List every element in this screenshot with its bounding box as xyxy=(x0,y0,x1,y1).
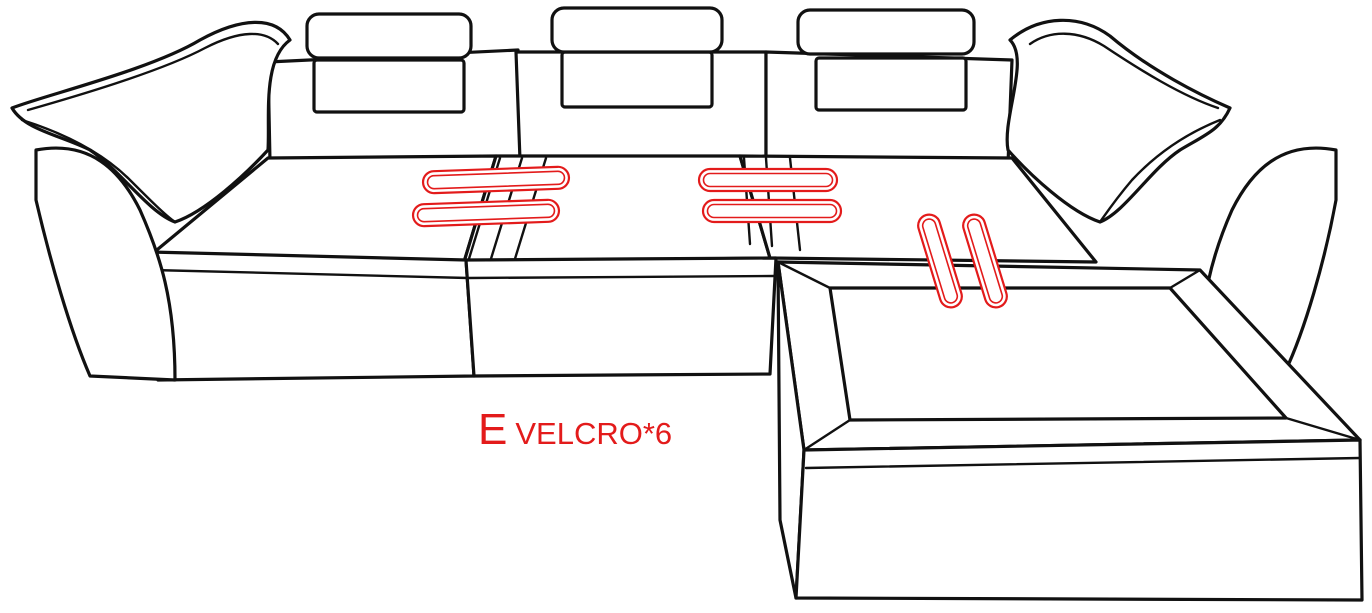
seat-fronts xyxy=(148,250,778,382)
headrest-middle xyxy=(550,6,724,109)
velcro-strip xyxy=(917,213,963,309)
part-letter: E xyxy=(478,405,508,454)
velcro-strip xyxy=(962,213,1008,309)
velcro-strip xyxy=(701,198,843,224)
velcro-strip-inner-outline xyxy=(426,170,566,190)
velcro-strip-inner-outline xyxy=(702,172,834,188)
chaise-ottoman xyxy=(776,260,1364,602)
velcro-strip-inner-outline xyxy=(416,203,556,223)
velcro-strip-outline xyxy=(411,198,561,228)
headrest-left xyxy=(305,12,473,114)
velcro-strip xyxy=(697,167,839,193)
headrest-right xyxy=(796,8,976,112)
velcro-strip-outline xyxy=(701,198,843,224)
velcro-strip xyxy=(421,165,571,195)
velcro-strip-outline xyxy=(917,213,963,309)
velcro-strip-outline xyxy=(697,167,839,193)
part-name: VELCRO*6 xyxy=(515,416,673,451)
velcro-strip-inner-outline xyxy=(706,203,838,219)
velcro-strip-inner-outline xyxy=(966,218,1004,304)
velcro-strips xyxy=(411,165,1008,309)
velcro-strip-outline xyxy=(962,213,1008,309)
left-armrest xyxy=(10,20,292,382)
seat-cushions xyxy=(150,154,1098,264)
velcro-strip xyxy=(411,198,561,228)
velcro-strip-inner-outline xyxy=(921,218,959,304)
velcro-strip-outline xyxy=(421,165,571,195)
